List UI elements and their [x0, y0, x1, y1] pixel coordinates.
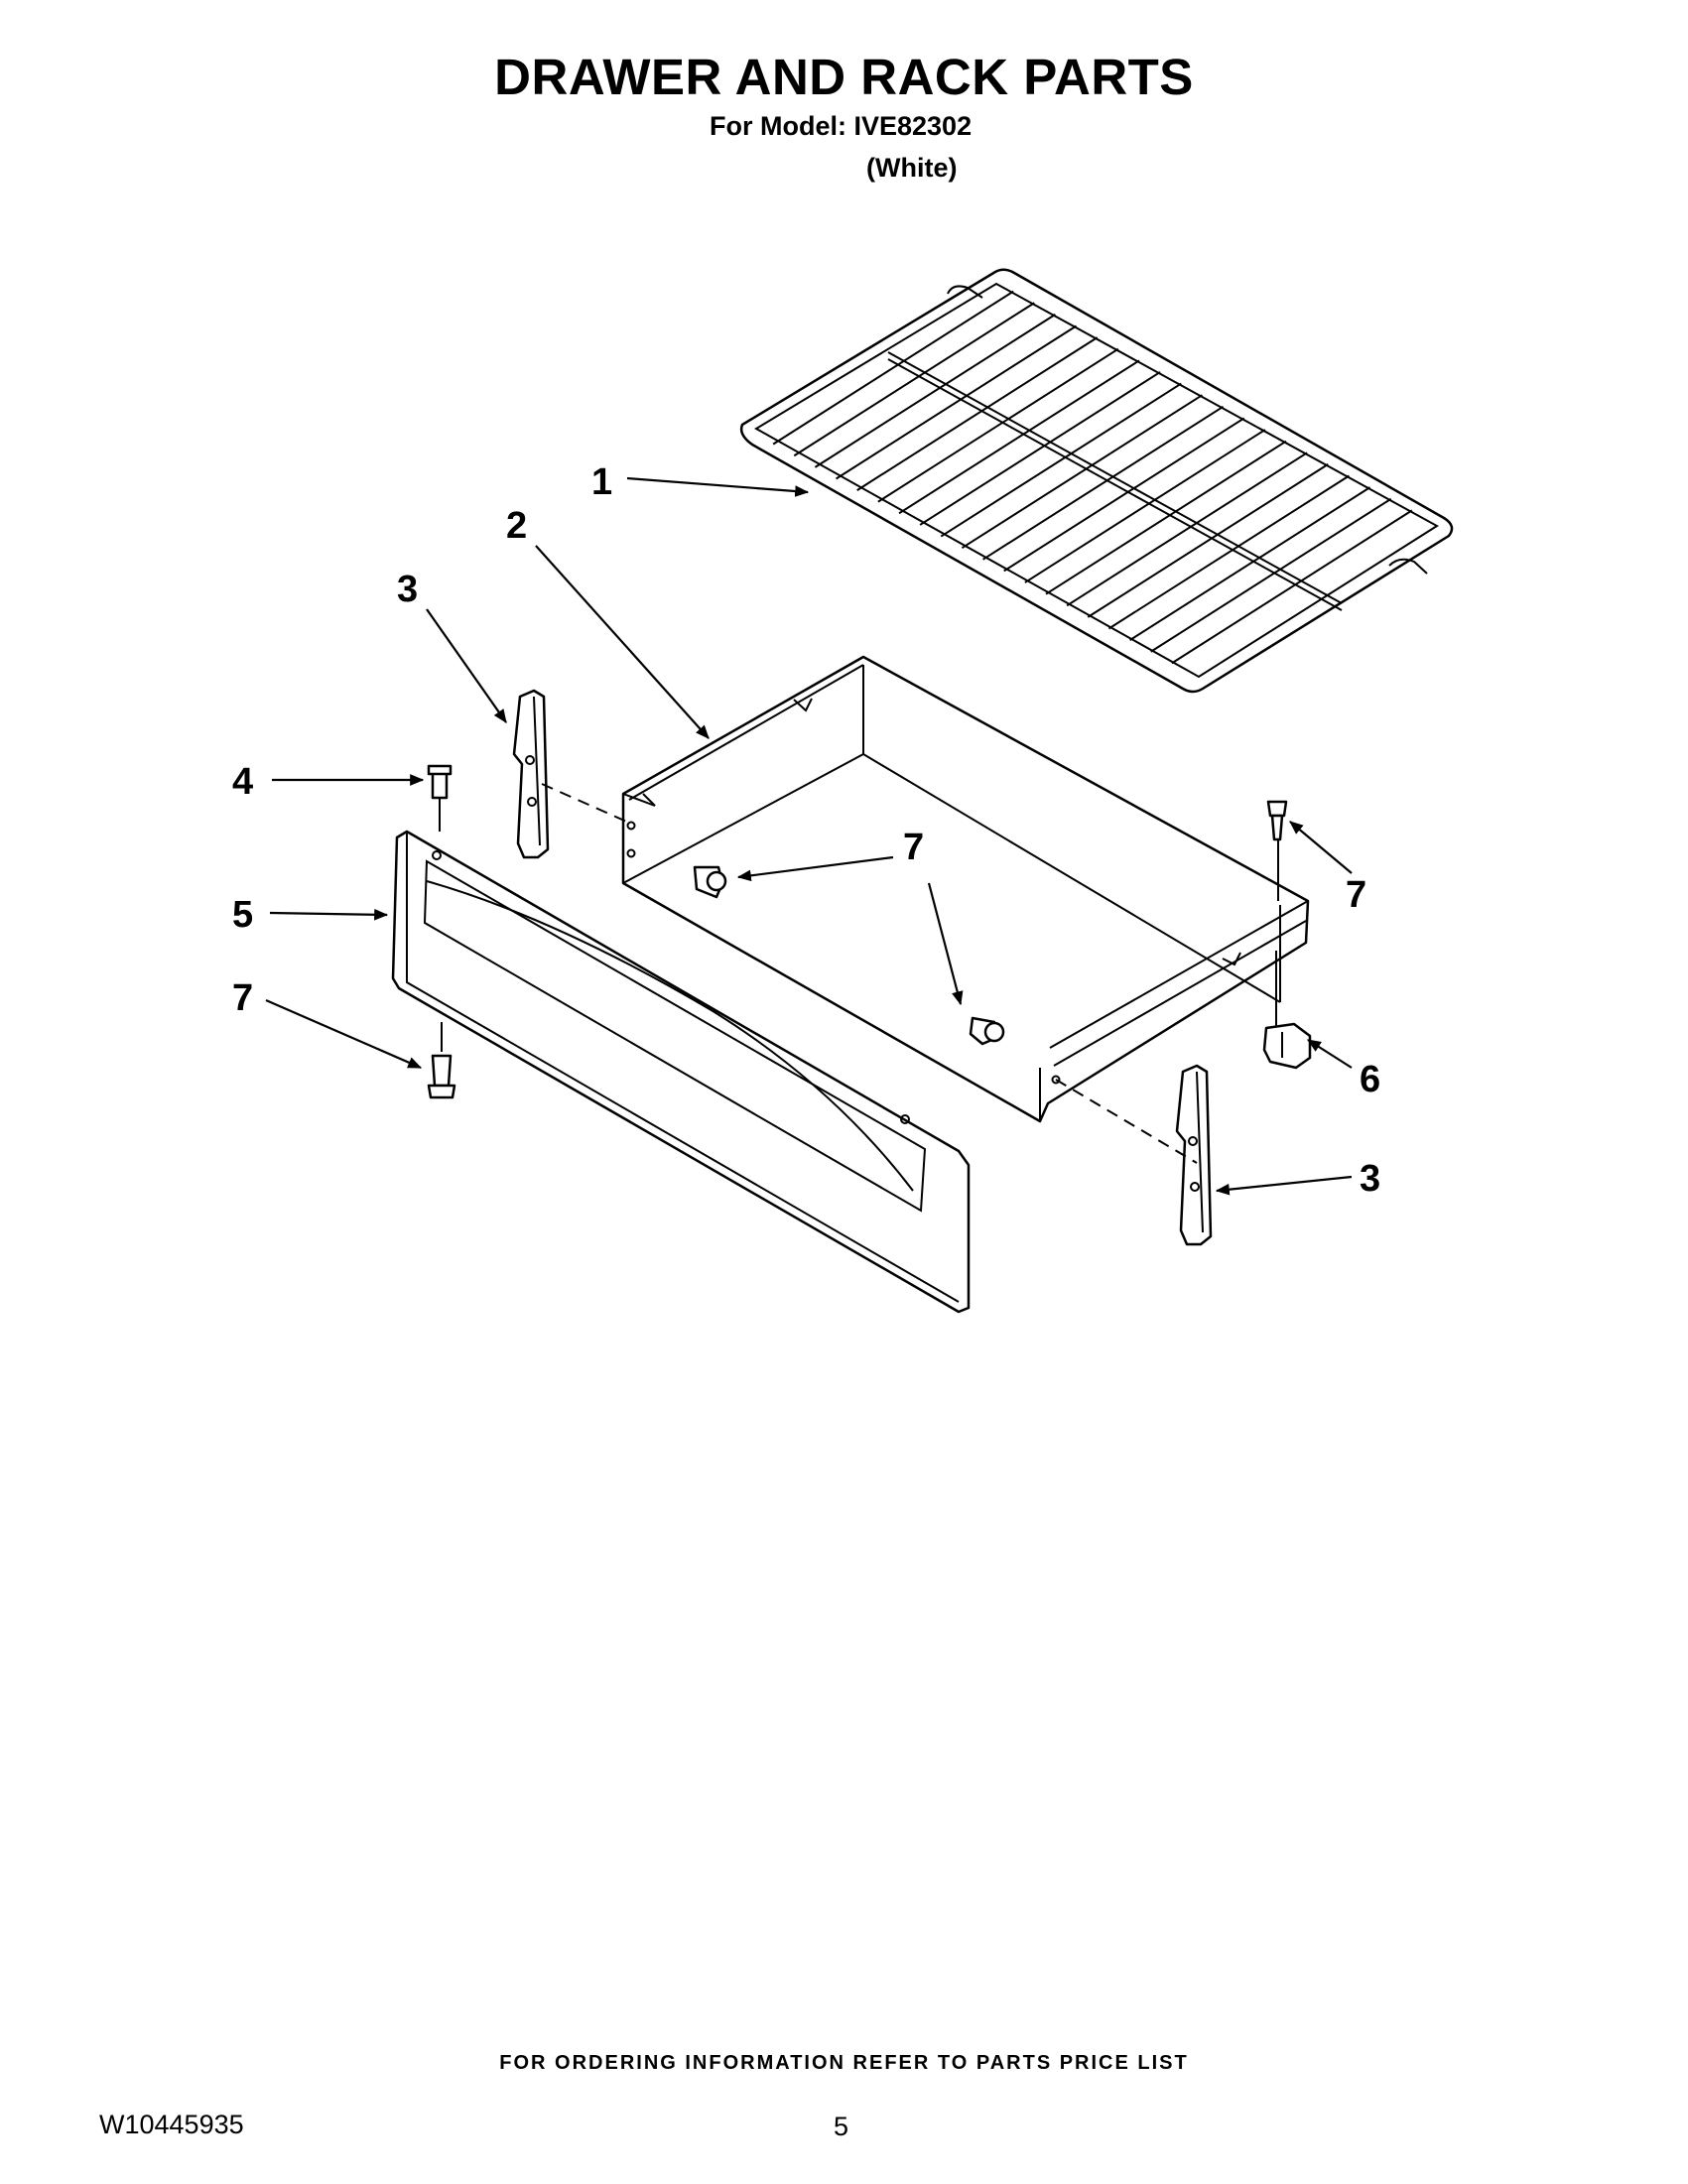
rack-wire [961, 394, 1203, 550]
rack-wire [1150, 497, 1392, 653]
rack-wire [940, 382, 1182, 538]
rack-wire [836, 324, 1078, 480]
callout-screw-drawer-left: 7 [903, 827, 924, 868]
callout-screw-front: 7 [232, 977, 253, 1019]
screw-drawer-top-right [1266, 800, 1288, 901]
screw-top-left [427, 764, 453, 832]
rack-wire [919, 371, 1161, 526]
screw-front-bottom [427, 1022, 456, 1099]
rack-wire [1024, 429, 1266, 583]
oven-rack [739, 268, 1454, 694]
drawer-glide-left [512, 689, 550, 859]
model-color: (White) [866, 153, 958, 183]
rack-wire [982, 405, 1225, 561]
rack-wire [1129, 486, 1371, 641]
alignment-line-right [1055, 1079, 1198, 1164]
model-number: For Model: IVE82302 [710, 111, 973, 141]
ordering-info-note: FOR ORDERING INFORMATION REFER TO PARTS … [499, 2052, 1189, 2074]
rack-wire [1107, 474, 1350, 630]
callout-drawer: 2 [506, 505, 527, 547]
rack-wire [793, 302, 1035, 457]
rack-wire [1066, 451, 1308, 607]
drawer-body [621, 655, 1310, 1123]
rack-wire [856, 336, 1099, 491]
rack-wire [877, 347, 1119, 503]
drawer-glide-right [1175, 1064, 1213, 1246]
screw-drawer-left [693, 865, 727, 899]
rack-wire [1087, 463, 1329, 618]
callout-glide-left: 3 [397, 569, 418, 610]
rack-wires [772, 290, 1413, 665]
drawer-front-panel [391, 830, 971, 1314]
document-number: W10445935 [99, 2110, 244, 2139]
rack-wire [1171, 509, 1413, 665]
callout-bracket: 6 [1360, 1059, 1380, 1100]
page-number: 5 [834, 2112, 849, 2141]
callout-glide-right: 3 [1360, 1158, 1380, 1200]
page-title: DRAWER AND RACK PARTS [494, 49, 1194, 105]
rack-wire [898, 359, 1140, 515]
callout-screw-drawer-top: 7 [1346, 874, 1366, 916]
rack-wire [1045, 440, 1287, 595]
callout-screw-top: 4 [232, 761, 253, 803]
rack-wire [772, 290, 1014, 446]
alignment-line-left [541, 783, 632, 825]
callout-drawer-front: 5 [232, 894, 253, 936]
rack-wire [814, 314, 1056, 468]
leader-lines [265, 476, 1353, 1196]
rack-wire [1003, 417, 1245, 573]
callout-rack: 1 [591, 461, 612, 503]
drawer-bracket [1262, 951, 1312, 1070]
screw-drawer-right [969, 1016, 1005, 1046]
